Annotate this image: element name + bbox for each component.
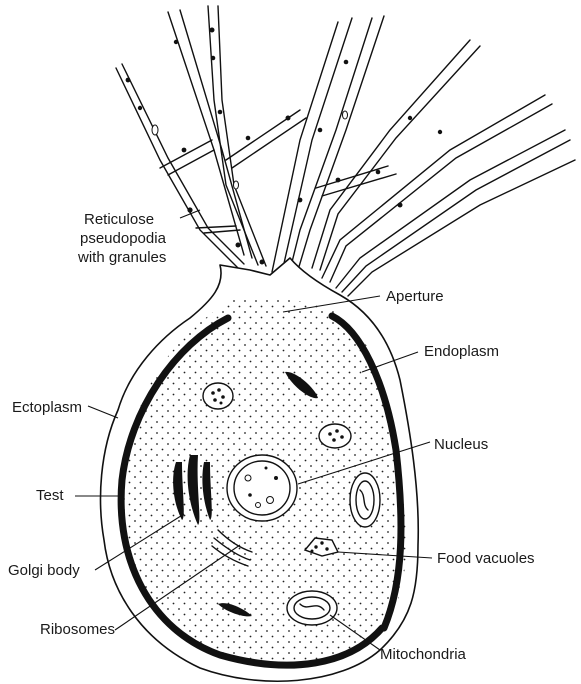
label-mitochondria: Mitochondria <box>380 645 466 664</box>
label-nucleus: Nucleus <box>434 435 488 454</box>
label-test: Test <box>36 486 64 505</box>
label-food-vacuoles: Food vacuoles <box>437 549 535 568</box>
mitochondrion-right <box>350 473 380 527</box>
label-ectoplasm: Ectoplasm <box>12 398 82 417</box>
mitochondrion-bottom <box>287 591 337 625</box>
label-reticulose-line3: with granules <box>78 248 166 267</box>
food-vacuole-top <box>203 383 233 409</box>
nucleus <box>227 455 297 521</box>
label-ribosomes: Ribosomes <box>40 620 115 639</box>
label-reticulose-line1: Reticulose <box>84 210 154 229</box>
label-golgi-body: Golgi body <box>8 561 80 580</box>
label-reticulose-line2: pseudopodia <box>80 229 166 248</box>
label-endoplasm: Endoplasm <box>424 342 499 361</box>
label-aperture: Aperture <box>386 287 444 306</box>
reticulose-pseudopodia <box>116 6 575 296</box>
food-vacuole-mid <box>319 424 351 448</box>
